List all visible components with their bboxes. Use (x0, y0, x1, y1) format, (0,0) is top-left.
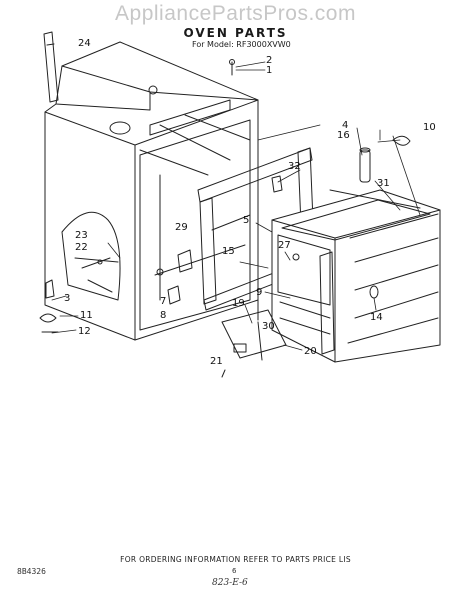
callout-22: 22 (75, 242, 88, 253)
callout-30: 30 (262, 321, 275, 332)
callout-27: 27 (278, 240, 291, 251)
callout-11: 11 (80, 310, 93, 321)
side-trim-strip (43, 31, 59, 103)
cabinet-body (44, 41, 259, 341)
ordering-note: FOR ORDERING INFORMATION REFER TO PARTS … (120, 555, 351, 564)
code-number: 823-E-6 (212, 578, 248, 588)
leader-lines (51, 61, 421, 351)
small-parts (39, 59, 411, 378)
oven-cavity (271, 189, 441, 363)
callout-29: 29 (175, 222, 188, 233)
callout-12: 12 (78, 326, 91, 337)
callout-24: 24 (78, 38, 91, 49)
callout-21: 21 (210, 356, 223, 367)
callout-19: 19 (232, 298, 245, 309)
callout-1: 1 (266, 65, 272, 76)
callout-8: 8 (160, 310, 166, 321)
callout-31: 31 (377, 178, 390, 189)
callout-14: 14 (370, 312, 383, 323)
page-title: OVEN PARTS (183, 26, 288, 40)
callout-5: 5 (243, 215, 249, 226)
callout-16: 16 (337, 130, 350, 141)
callout-10: 10 (423, 122, 436, 133)
callout-20: 20 (304, 346, 317, 357)
callout-2: 2 (266, 55, 272, 66)
document-number: 8B4326 (17, 567, 46, 576)
callout-4: 4 (342, 120, 348, 131)
callout-9: 9 (256, 287, 262, 298)
callout-15: 15 (222, 246, 235, 257)
callout-32: 32 (288, 161, 301, 172)
page-number: 6 (232, 567, 237, 575)
watermark: AppliancePartsPros.com (115, 2, 356, 25)
callout-3: 3 (64, 293, 70, 304)
callout-7: 7 (160, 296, 166, 307)
callout-23: 23 (75, 230, 88, 241)
callout-labels: 24 2 1 4 16 10 32 31 5 29 23 22 27 15 3 … (64, 38, 436, 367)
model-label: For Model: RF3000XVW0 (192, 40, 291, 49)
